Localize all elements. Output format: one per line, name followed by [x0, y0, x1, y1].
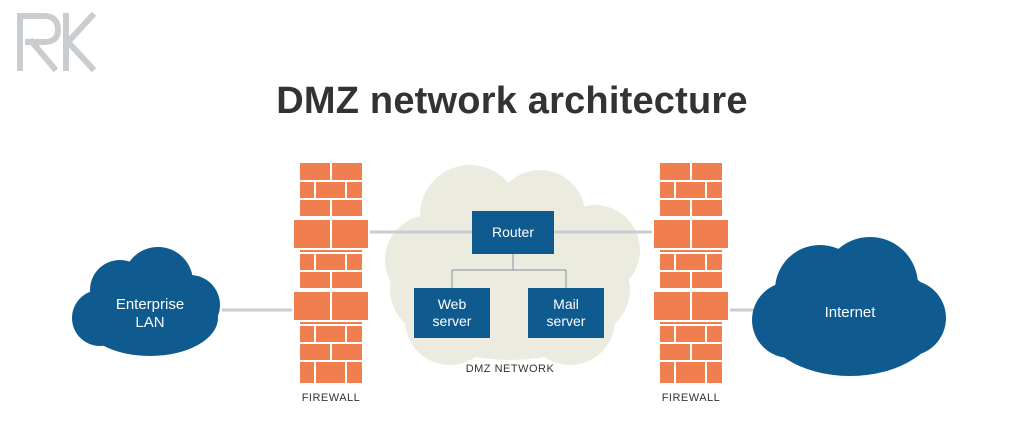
web-server-label-line1: Web [437, 296, 467, 312]
internet-label: Internet [824, 304, 876, 321]
internet-cloud [752, 237, 946, 376]
rk-logo-icon [17, 11, 97, 72]
web-server-node: Web server [414, 288, 490, 338]
router-tree [451, 254, 567, 288]
mail-server-label-line2: server [546, 313, 586, 329]
web-server-label-line2: server [432, 313, 472, 329]
firewall-left [292, 163, 370, 383]
mail-server-label-line1: Mail [553, 296, 579, 312]
router-node: Router [472, 211, 554, 254]
enterprise-lan-label-line2: LAN [135, 314, 165, 331]
connectors [222, 230, 762, 312]
enterprise-lan-label-line1: Enterprise [115, 296, 185, 313]
enterprise-lan-cloud [72, 247, 220, 356]
page-title: DMZ network architecture [276, 80, 748, 122]
dmz-network-label: DMZ NETWORK [465, 363, 555, 375]
enterprise-lan-label: Enterprise LAN [100, 296, 200, 332]
router-label: Router [491, 224, 535, 240]
firewall-left-label: FIREWALL [301, 392, 361, 404]
firewall-right [652, 163, 730, 383]
firewall-right-label: FIREWALL [661, 392, 721, 404]
mail-server-node: Mail server [528, 288, 604, 338]
